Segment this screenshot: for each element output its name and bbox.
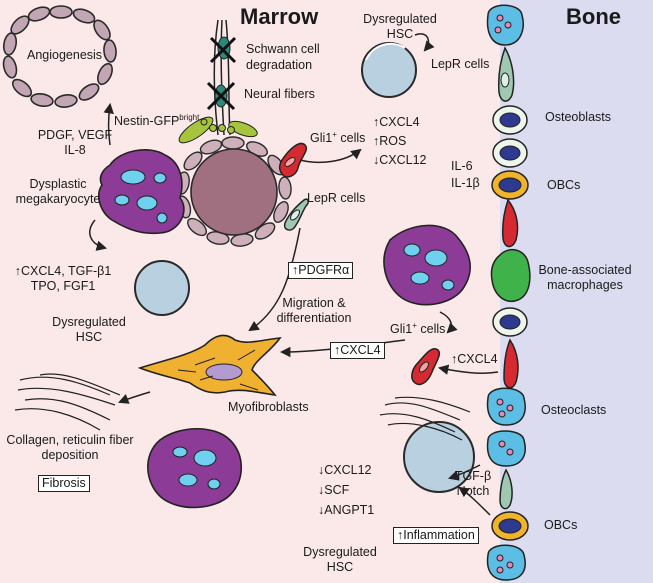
dysregulated-hsc-mid-label: Dysregulated HSC bbox=[49, 315, 129, 345]
arrows bbox=[89, 33, 499, 516]
bottom-hsc-change-2: ↓SCF bbox=[318, 483, 350, 497]
collagen-line-2: deposition bbox=[41, 448, 99, 462]
fibrosis-box: Fibrosis bbox=[38, 475, 90, 492]
central-vessel-wall bbox=[176, 136, 292, 247]
dysregulated-hsc-top-label: Dysregulated HSC bbox=[362, 12, 438, 42]
megakaryocyte-nuclei-top bbox=[114, 169, 168, 224]
nestin-dots bbox=[200, 118, 235, 134]
degradation-cross-upper bbox=[209, 36, 237, 64]
bone-macrophages-line-2: macrophages bbox=[547, 278, 623, 292]
gli1-top-suffix: cells bbox=[336, 131, 366, 146]
collagen-label: Collagen, reticulin fiber deposition bbox=[0, 433, 140, 463]
dysplastic-mk-label: Dysplastic megakaryocyte bbox=[12, 177, 104, 207]
obcs-top-label: OBCs bbox=[547, 178, 581, 192]
megakaryocyte-nuclei-right bbox=[403, 243, 455, 291]
bone-surface-cells bbox=[486, 4, 531, 581]
myofibroblast-fibers bbox=[177, 349, 259, 391]
cxcl4-box: ↑CXCL4 bbox=[330, 342, 385, 359]
hsc-highlight bbox=[365, 42, 406, 61]
gli1-top-label: Gli1+ cells bbox=[310, 127, 365, 146]
tgf-notch-line-1: TGF-β bbox=[454, 469, 492, 483]
tgf-notch-label: TGF-β Notch bbox=[448, 469, 498, 499]
degradation-cross-lower bbox=[206, 81, 236, 111]
migration-line-1: Migration & bbox=[282, 296, 346, 310]
gli1-top-sup: + bbox=[332, 130, 337, 139]
cxcl4-tgf-label: ↑CXCL4, TGF-β1 TPO, FGF1 bbox=[2, 264, 124, 294]
lepr-nucleus bbox=[290, 209, 300, 221]
cxcl4-tgf-line-2: TPO, FGF1 bbox=[30, 279, 96, 293]
dhsc-top-line-2: HSC bbox=[386, 27, 414, 41]
cxcl4-tgf-line-1: ↑CXCL4, TGF-β1 bbox=[14, 264, 112, 278]
nestin-cell bbox=[228, 120, 258, 138]
il-line-1: IL-6 bbox=[451, 159, 473, 173]
hsc-top bbox=[361, 42, 417, 98]
lepr-cells-marrow-label: LepR cells bbox=[307, 191, 366, 205]
osteoclasts-label: Osteoclasts bbox=[541, 403, 607, 417]
pdgf-line-1: PDGF, VEGF bbox=[37, 128, 113, 142]
nestin-sup: bright bbox=[179, 113, 200, 122]
central-vessel-lumen bbox=[190, 148, 278, 236]
bone-macrophages-line-1: Bone-associated bbox=[538, 263, 632, 277]
tgf-notch-line-2: Notch bbox=[456, 484, 490, 498]
obcs-bottom-label: OBCs bbox=[544, 518, 578, 532]
gli1-mid-text: Gli1 bbox=[390, 322, 413, 337]
neural-fibers-label: Neural fibers bbox=[244, 87, 315, 101]
top-hsc-change-1: ↑CXCL4 bbox=[373, 115, 420, 129]
cxcl4-arrow-label: ↑CXCL4 bbox=[451, 352, 498, 366]
collagen-fibers-left bbox=[14, 373, 121, 431]
gli1-mid-sup: + bbox=[412, 321, 417, 330]
nestin-text: Nestin-GFP bbox=[114, 114, 180, 129]
inflammation-box: ↑Inflammation bbox=[393, 527, 479, 544]
top-hsc-change-2: ↑ROS bbox=[373, 134, 407, 148]
hsc-middle bbox=[134, 260, 190, 316]
megakaryocyte-top bbox=[98, 149, 185, 235]
dysregulated-hsc-bottom-label: Dysregulated HSC bbox=[300, 545, 380, 575]
megakaryocyte-bottom bbox=[147, 427, 242, 509]
megakaryocyte-right bbox=[383, 224, 471, 306]
marrow-title: Marrow bbox=[240, 4, 319, 29]
pdgf-line-2: IL-8 bbox=[64, 143, 86, 157]
angiogenesis-vessel bbox=[2, 5, 117, 108]
top-hsc-change-3: ↓CXCL12 bbox=[373, 153, 427, 167]
nestin-label: Nestin-GFPbright bbox=[114, 110, 199, 129]
gli1-nucleus bbox=[419, 361, 429, 373]
megakaryocyte-nuclei-bottom bbox=[172, 446, 221, 490]
bottom-hsc-change-3: ↓ANGPT1 bbox=[318, 503, 375, 517]
myofibroblast-nucleus bbox=[205, 363, 243, 381]
myofibroblast bbox=[137, 334, 282, 397]
gli1-top-text: Gli1 bbox=[310, 131, 333, 146]
bone-title: Bone bbox=[566, 4, 621, 29]
myofibroblasts-label: Myofibroblasts bbox=[228, 400, 309, 414]
dysplastic-mk-line-1: Dysplastic bbox=[29, 177, 87, 191]
dhsc-top-line-1: Dysregulated bbox=[363, 12, 437, 26]
dhsc-mid-line-2: HSC bbox=[75, 330, 103, 344]
bottom-hsc-change-1: ↓CXCL12 bbox=[318, 463, 372, 477]
il-line-2: IL-1β bbox=[451, 176, 480, 190]
schwann-label: Schwann cell degradation bbox=[246, 41, 320, 73]
angiogenesis-label: Angiogenesis bbox=[27, 48, 103, 62]
gli1-mid-label: Gli1+ cells bbox=[390, 318, 445, 337]
dhsc-bottom-line-2: HSC bbox=[326, 560, 354, 574]
dysplastic-mk-line-2: megakaryocyte bbox=[15, 192, 101, 206]
pdgf-label: PDGF, VEGF IL-8 bbox=[30, 128, 120, 158]
bone-macrophages-label: Bone-associated macrophages bbox=[533, 263, 637, 293]
top-hsc-changes: ↑CXCL4 ↑ROS ↓CXCL12 bbox=[373, 113, 427, 170]
lepr-cells-bone-label: LepR cells bbox=[431, 57, 490, 71]
collagen-line-1: Collagen, reticulin fiber bbox=[6, 433, 134, 447]
schwann-line-2: degradation bbox=[246, 58, 313, 72]
schwann-line-1: Schwann cell bbox=[246, 42, 320, 56]
gli1-nucleus bbox=[284, 157, 296, 167]
migration-line-2: differentiation bbox=[276, 311, 352, 325]
pdgfra-box: ↑PDGFRα bbox=[288, 262, 354, 279]
dhsc-bottom-line-1: Dysregulated bbox=[303, 545, 377, 559]
bottom-hsc-changes: ↓CXCL12 ↓SCF ↓ANGPT1 bbox=[318, 460, 374, 520]
il-label: IL-6 IL-1β bbox=[451, 158, 480, 192]
osteoblasts-label: Osteoblasts bbox=[545, 110, 612, 124]
collagen-fibers-right bbox=[379, 396, 471, 441]
migration-label: Migration & differentiation bbox=[266, 296, 362, 326]
dhsc-mid-line-1: Dysregulated bbox=[52, 315, 126, 329]
gli1-mid-suffix: cells bbox=[416, 322, 446, 337]
